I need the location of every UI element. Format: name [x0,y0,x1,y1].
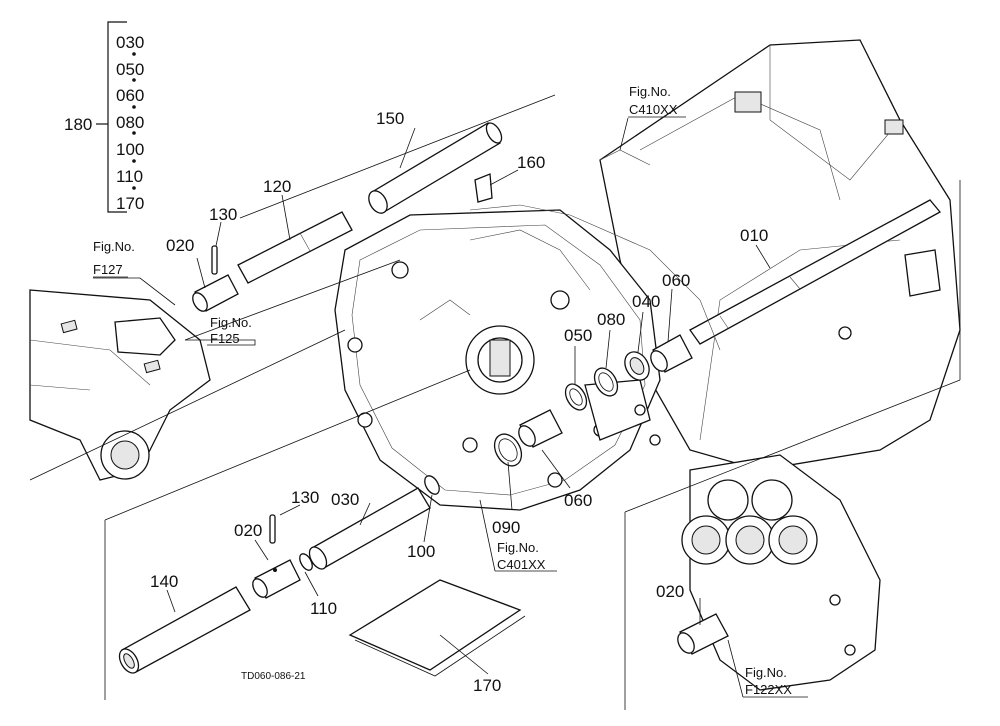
assembly-member-label: 170 [116,194,144,213]
assembly-group-bracket [96,21,136,213]
part-label: 040 [632,292,660,311]
assembly-member-label: 100 [116,140,144,159]
assembly-parent-label: 180 [64,115,92,134]
figure-ref-c410-number: C410XX [629,102,678,117]
part-010-shaft [689,199,942,345]
part-100-o-ring [424,475,440,495]
figure-ref-f122-prefix: Fig.No. [745,665,787,680]
assembly-member-label: 050 [116,60,144,79]
part-label: 010 [740,226,768,245]
assembly-member-label: 080 [116,113,144,132]
part-label: 150 [376,109,404,128]
part-label: 080 [597,310,625,329]
drawing-code: TD060-086-21 [241,671,306,682]
part-080-collar [593,367,619,397]
part-060-bush [518,409,563,448]
figure-ref-f127-prefix: Fig.No. [93,239,135,254]
part-label: 100 [407,542,435,561]
figure-ref-f125-number: F125 [210,331,240,346]
part-060-bush [650,334,693,373]
assembly-member-label: 110 [116,167,143,186]
figure-ref-f122-number: F122XX [745,682,792,697]
part-label: 050 [564,326,592,345]
part-090-snap-ring [493,433,523,467]
part-label: 120 [263,177,291,196]
part-label: 060 [564,491,592,510]
figure-ref-leaders [93,117,808,698]
figure-ref-c401-number: C401XX [497,557,546,572]
part-170-manual [348,579,526,677]
part-050-ring [564,383,588,411]
part-label: 090 [492,518,520,537]
clutch-housing-drawing [334,209,661,511]
figure-ref-f127-number: F127 [93,262,123,277]
part-110-o-ring [299,553,313,571]
part-160-plug [469,173,721,351]
part-120-shaft [237,211,353,284]
part-label: 110 [310,599,337,618]
part-150-tube [368,122,503,214]
part-label: 020 [234,521,262,540]
part-130-pin [211,245,218,275]
part-label: 020 [656,582,684,601]
part-label: 130 [291,488,319,507]
part-020-coupling [192,274,239,312]
left-assembly-drawing [29,289,211,481]
explode-boundaries [29,94,961,710]
part-label: 160 [517,153,545,172]
part-label: 020 [166,236,194,255]
assembly-member-label: 060 [116,86,144,105]
rear-cover-drawing [681,454,881,691]
part-label: 060 [662,271,690,290]
figure-ref-f125-prefix: Fig.No. [210,315,252,330]
part-label: 130 [209,205,237,224]
assembly-member-label: 030 [116,33,144,52]
part-140-tube [118,586,251,674]
figure-ref-c401-prefix: Fig.No. [497,540,539,555]
part-label: 170 [473,676,501,695]
part-040-bearing [624,351,650,381]
part-label: 140 [150,572,178,591]
part-label: 030 [331,490,359,509]
figure-ref-c410-prefix: Fig.No. [629,84,671,99]
part-020-coupling [677,613,729,655]
part-130-pin [269,514,276,544]
part-020-coupling [252,559,301,599]
leader-lines [166,127,771,675]
